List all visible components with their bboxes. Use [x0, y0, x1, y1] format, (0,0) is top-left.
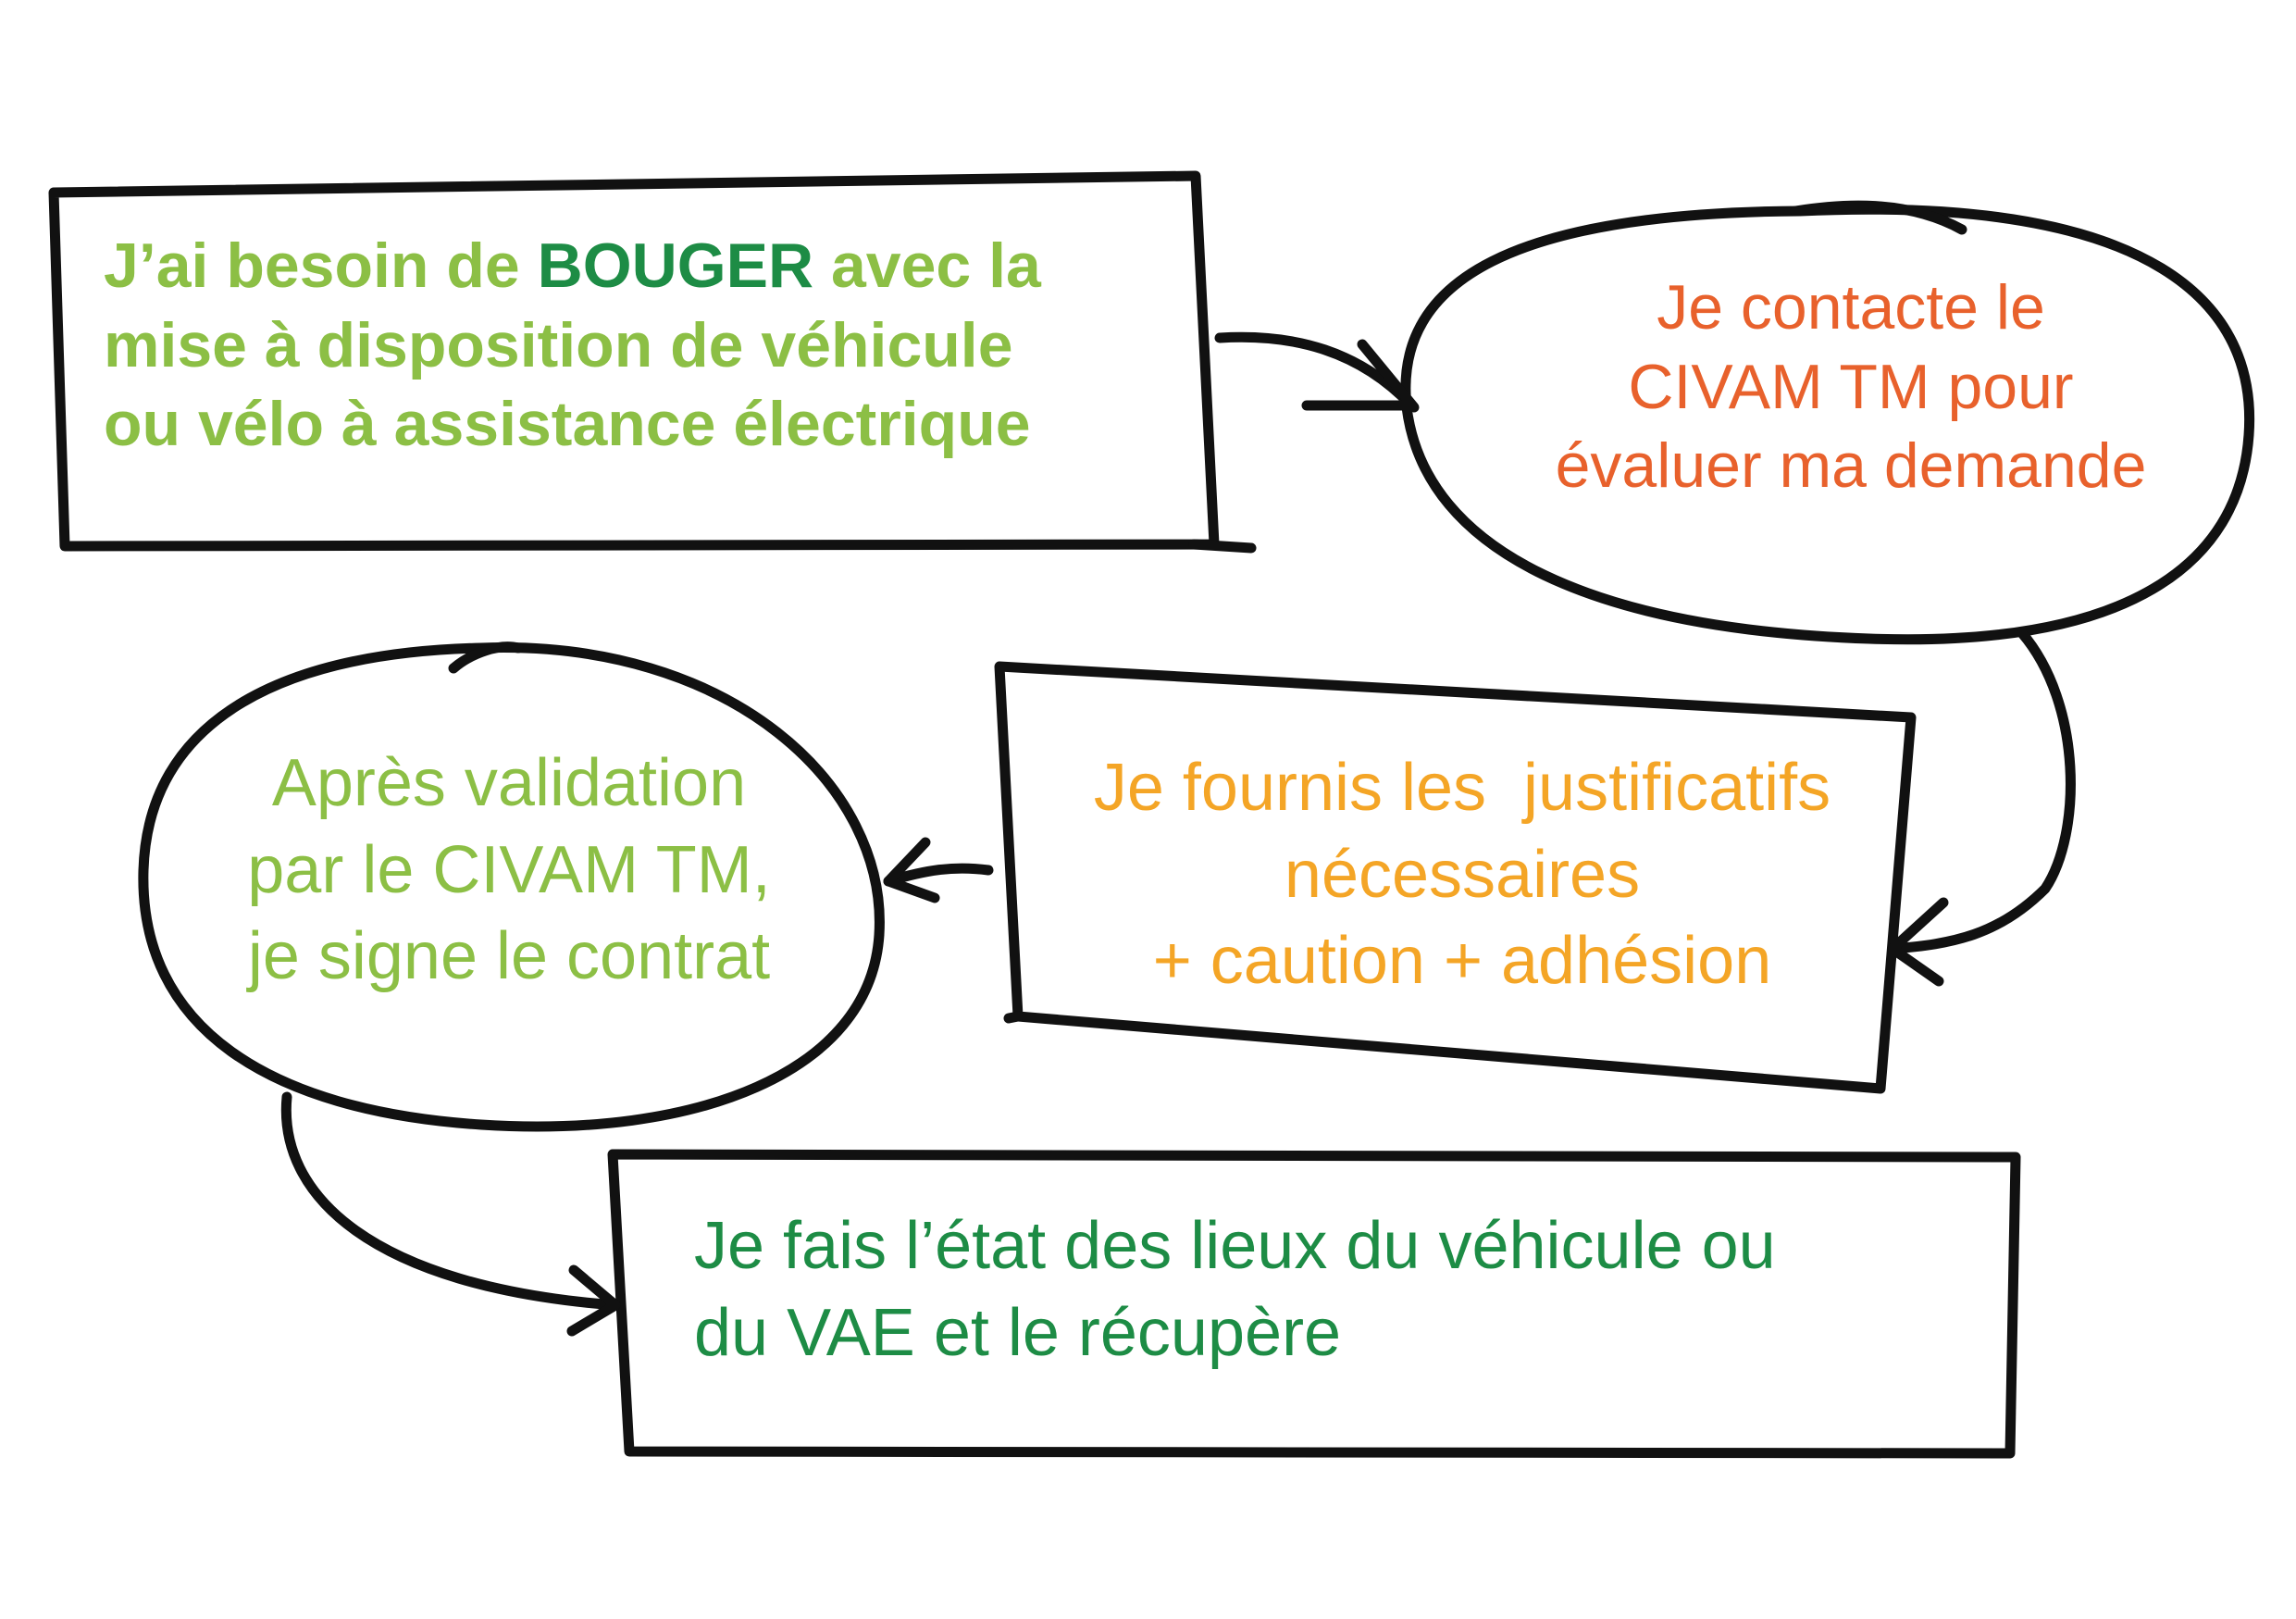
arrow-sign-to-pickup — [280, 1091, 621, 1311]
contact-ellipse — [1400, 204, 2255, 645]
need-line-1-start: J’ai besoin de — [104, 230, 538, 301]
sign-circle — [138, 642, 885, 1132]
sign-line-1: Après validation — [271, 746, 747, 820]
docs-box-tail — [1003, 1011, 1024, 1024]
pickup-text: Je fais l’état des lieux du véhicule ou … — [694, 1203, 1990, 1376]
need-line-1-end: avec la — [813, 230, 1041, 301]
sign-line-3: je signe le contrat — [247, 919, 771, 994]
arrow-docs-to-sign-head — [883, 837, 940, 903]
sign-circle-loop — [448, 641, 524, 674]
docs-text: Je fournis les justificatifs nécessaires… — [999, 745, 1925, 1005]
contact-line-3: évaluer ma demande — [1555, 430, 2147, 502]
arrow-docs-to-sign — [883, 863, 994, 887]
docs-line-1: Je fournis les justificatifs — [1093, 751, 1831, 825]
need-text: J’ai besoin de BOUGER avec la mise à dis… — [104, 227, 1214, 465]
contact-line-1: Je contacte le — [1657, 272, 2045, 342]
docs-box — [994, 661, 1917, 1094]
sign-text: Après validation par le CIVAM TM, je sig… — [157, 741, 861, 1001]
contact-ellipse-loop — [1790, 200, 1967, 235]
need-line-1: J’ai besoin de BOUGER avec la — [104, 227, 1214, 306]
need-line-2: mise à disposition de véhicule — [104, 309, 1013, 380]
arrow-contact-to-docs-head — [1887, 897, 1949, 987]
need-box-tail — [1188, 539, 1257, 554]
arrow-sign-to-pickup-head — [566, 1264, 621, 1337]
need-line-3: ou vélo à assistance électrique — [104, 389, 1031, 460]
docs-line-3: + caution + adhésion — [1152, 924, 1772, 999]
need-keyword: BOUGER — [537, 230, 814, 301]
contact-line-2: CIVAM TM pour — [1628, 351, 2074, 422]
sign-line-2: par le CIVAM TM, — [247, 832, 771, 907]
arrow-need-to-contact-head — [1301, 339, 1420, 413]
contact-text: Je contacte le CIVAM TM pour évaluer ma … — [1444, 268, 2258, 506]
pickup-line-1: Je fais l’état des lieux du véhicule ou — [694, 1209, 1776, 1283]
arrow-contact-to-docs — [1887, 628, 2076, 954]
pickup-box — [607, 1149, 2021, 1459]
docs-line-2: nécessaires — [1284, 837, 1641, 912]
pickup-line-2: du VAE et le récupère — [694, 1295, 1342, 1370]
